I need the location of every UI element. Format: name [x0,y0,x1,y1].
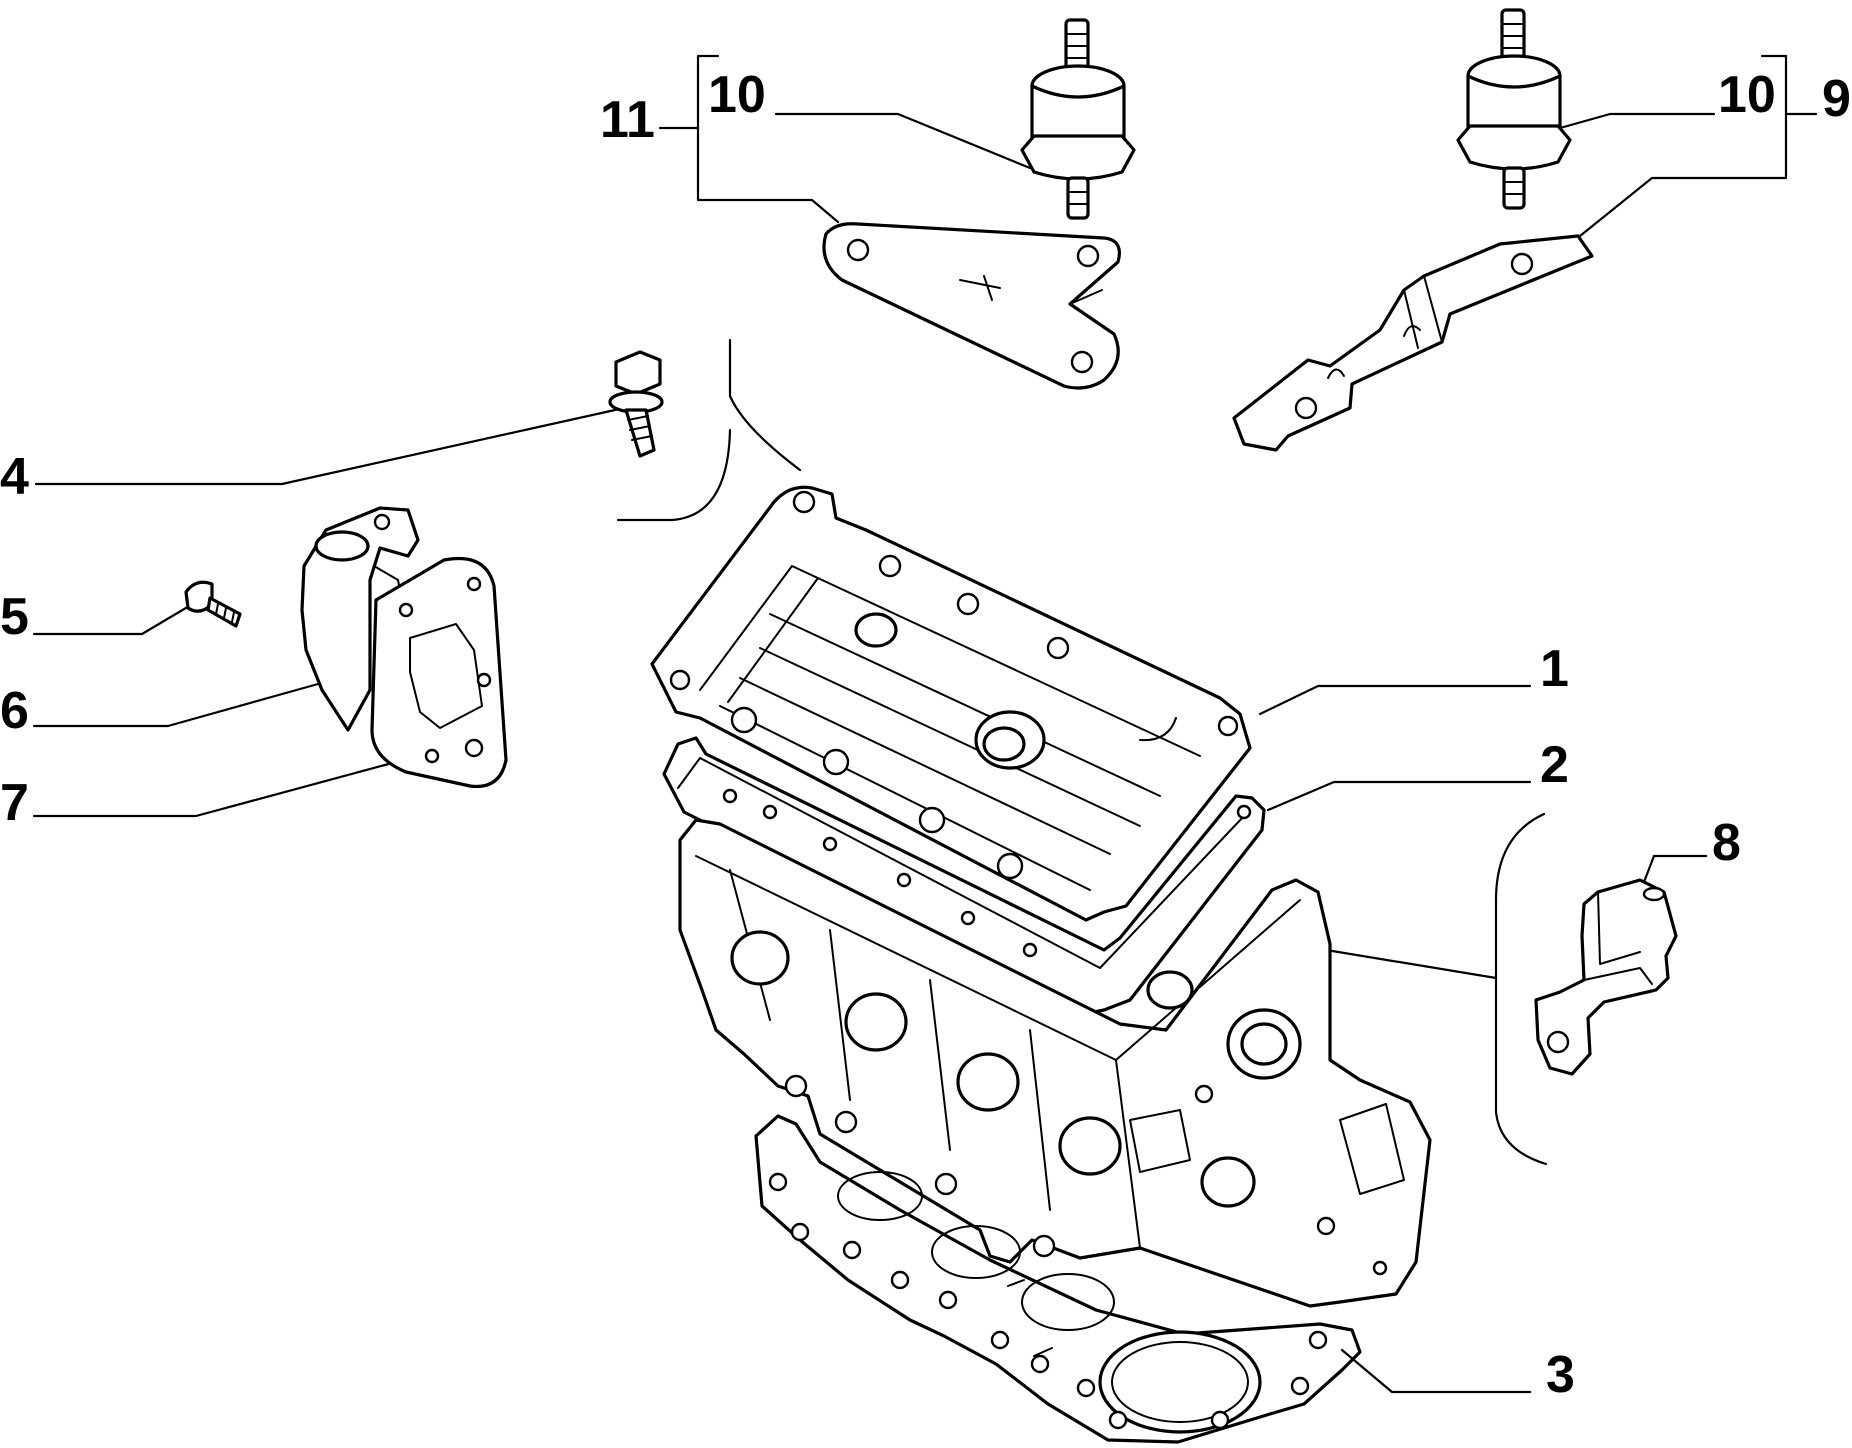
gasket-plate-7 [370,556,508,789]
rubber-mount-left [1020,18,1136,220]
callout-9: 9 [1822,70,1851,128]
callout-10-right: 10 [1718,66,1776,124]
callout-11: 11 [600,91,655,149]
valve-cover-1 [650,485,1252,922]
screw-5 [184,580,242,628]
callout-4: 4 [0,448,29,506]
callout-5: 5 [0,588,29,646]
callout-6: 6 [0,682,29,740]
bolt-4 [608,350,664,458]
rubber-mount-right [1456,8,1572,210]
head-gasket-3 [754,1114,1362,1444]
callout-8: 8 [1712,814,1741,872]
bracket-left [822,222,1121,390]
callout-10-left: 10 [708,66,766,124]
callout-7: 7 [0,774,29,832]
flange-housing-6 [300,506,420,732]
sensor-bracket-8 [1534,878,1678,1076]
leader-lines [32,54,1818,1394]
callout-3: 3 [1546,1346,1575,1404]
callout-1: 1 [1540,640,1569,698]
cylinder-head [678,818,1432,1308]
callout-2: 2 [1540,736,1569,794]
bracket-right [1232,234,1594,452]
